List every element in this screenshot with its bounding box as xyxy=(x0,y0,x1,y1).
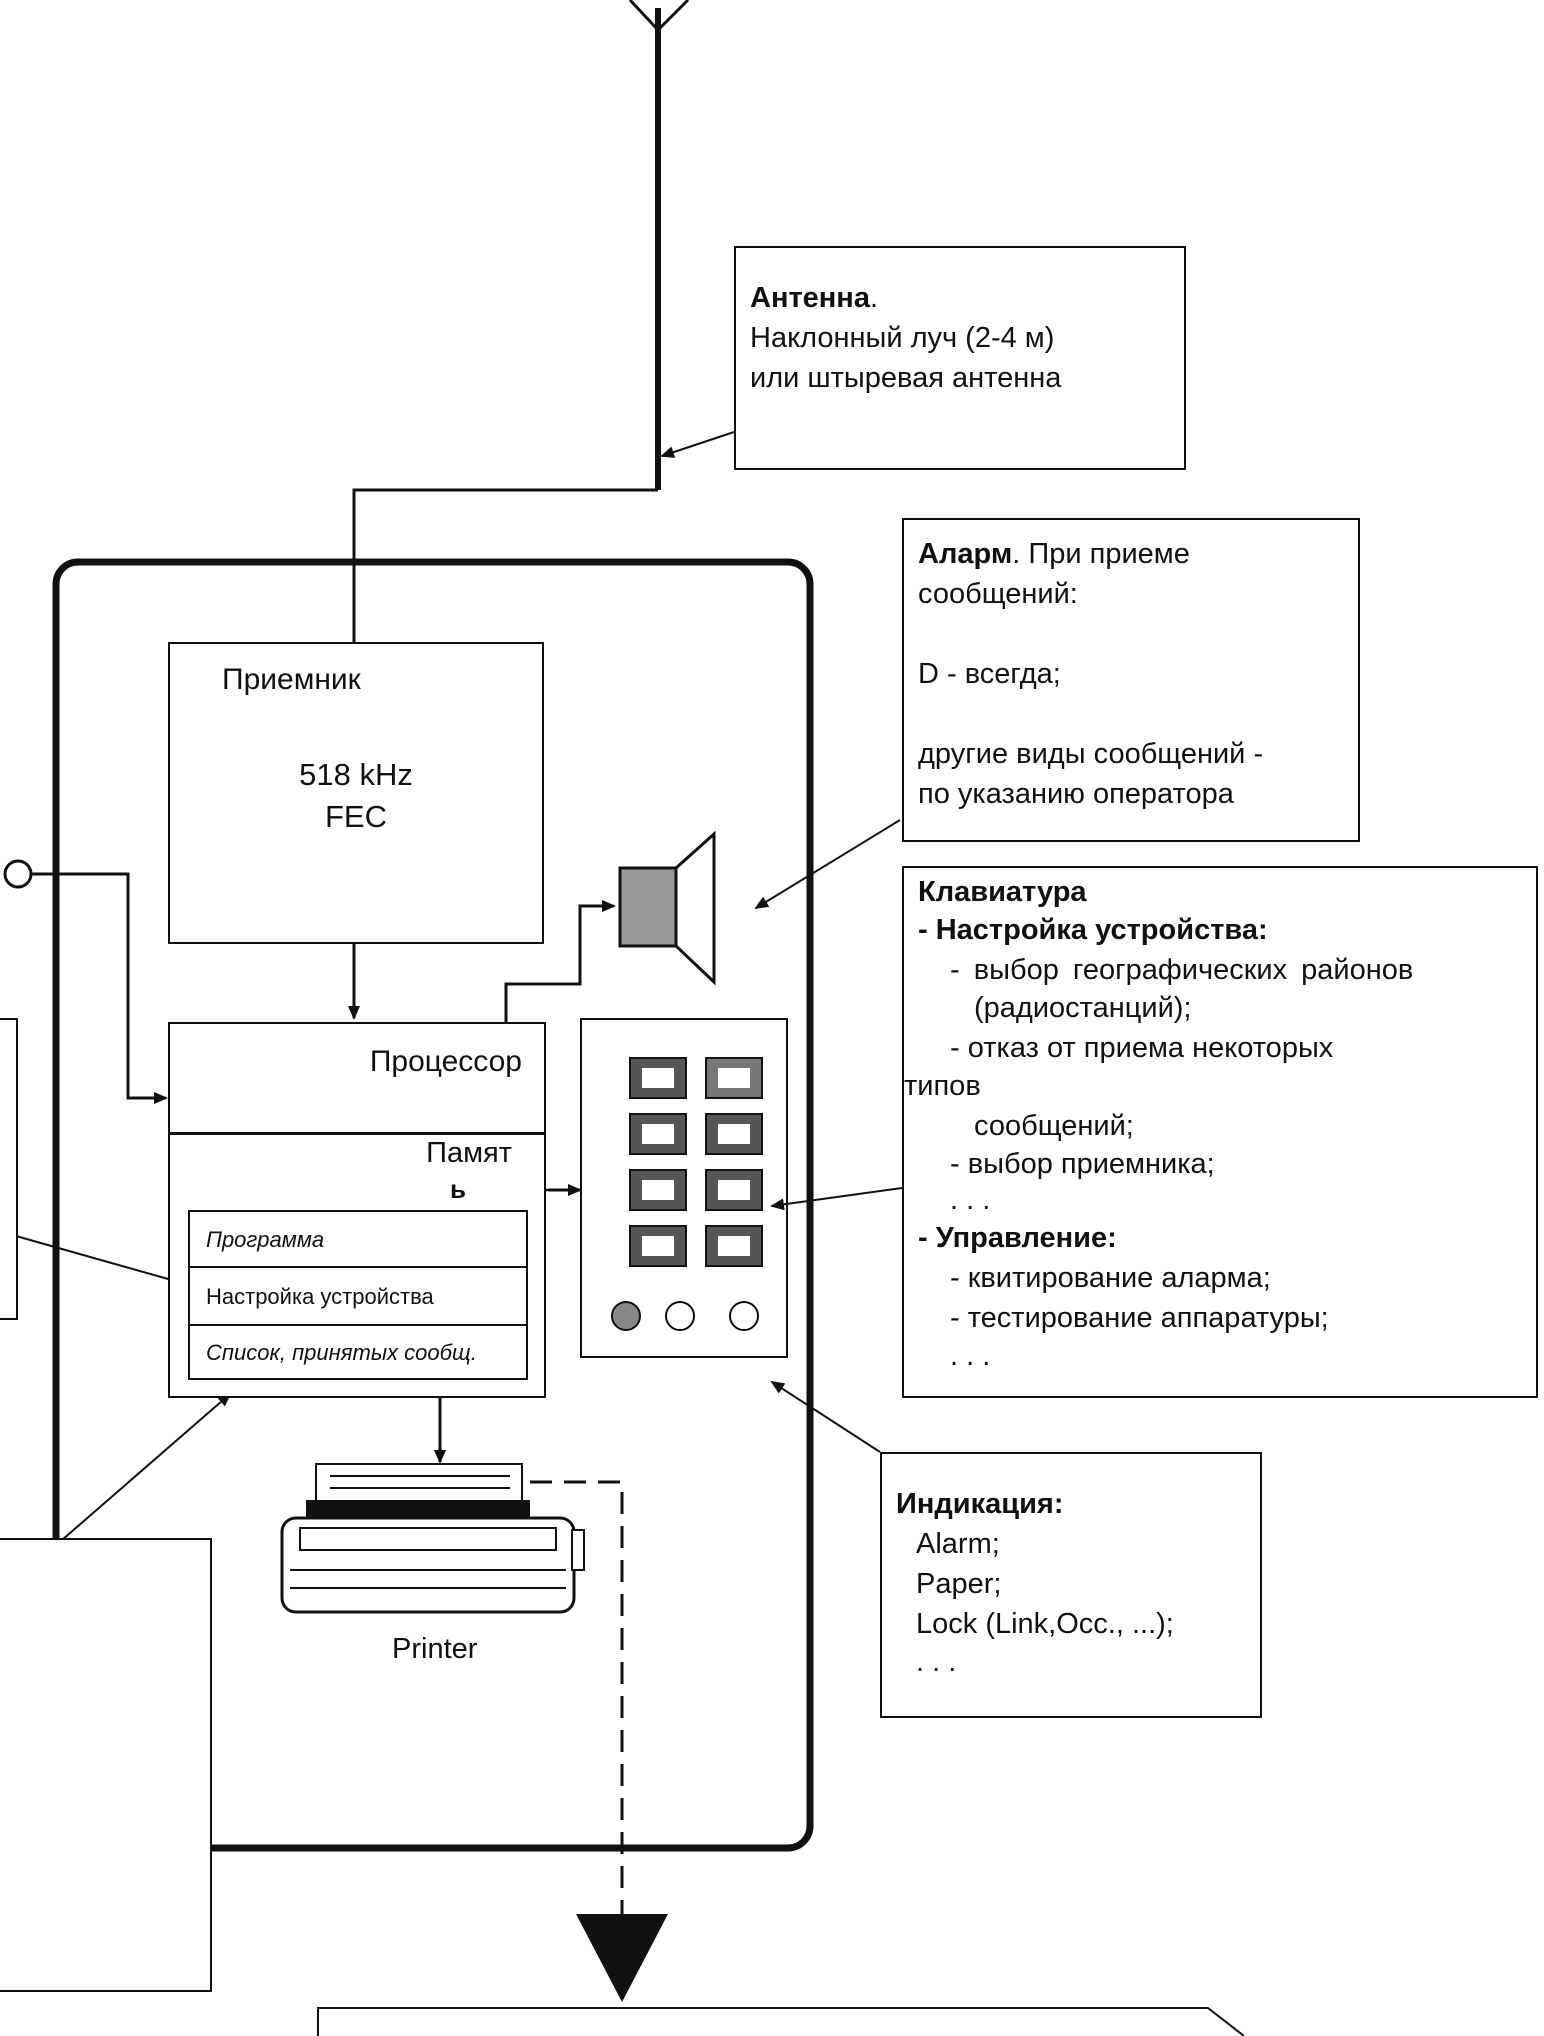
indication-item-2: Paper; xyxy=(916,1568,1002,1600)
printer-icon xyxy=(280,1463,585,1614)
alarm-line-2: сообщений: xyxy=(918,578,1078,610)
processor-divider xyxy=(170,1132,544,1135)
keyboard-panel xyxy=(580,1018,788,1358)
keyboard-line-4: - отказ от приема некоторых xyxy=(950,1032,1334,1064)
bottom-box-outline xyxy=(317,2007,1245,2036)
external-input-icon xyxy=(3,859,33,889)
processor-label: Процессор xyxy=(369,1045,522,1078)
left-callout-partial xyxy=(0,1018,18,1320)
indication-item-3: Lock (Link,Occ., ...); xyxy=(916,1608,1174,1640)
output-arrow-icon xyxy=(576,1914,668,2002)
receiver-block: Приемник 518 kHz FEC xyxy=(168,642,544,944)
keyboard-keys xyxy=(629,1057,763,1267)
receiver-frequency: 518 kHz xyxy=(299,757,413,792)
keyboard-title: Клавиатура xyxy=(918,876,1087,908)
alarm-text-1: При приеме xyxy=(1028,538,1190,570)
keyboard-line-9: - Управление: xyxy=(918,1222,1117,1254)
memory-label-b: ь xyxy=(450,1174,466,1204)
keyboard-line-1: - Настройка устройства: xyxy=(918,914,1268,946)
keyboard-line-11: - тестирование аппаратуры; xyxy=(950,1302,1329,1334)
antenna-line-2: или штыревая антенна xyxy=(750,362,1062,394)
keyboard-line-10: - квитирование аларма; xyxy=(950,1262,1271,1294)
printer-label: Printer xyxy=(392,1633,478,1665)
lower-left-callout-partial xyxy=(0,1538,212,1992)
antenna-callout: Антенна. Наклонный луч (2-4 м) или штыре… xyxy=(734,246,1186,470)
alarm-title: Аларм xyxy=(918,538,1013,570)
antenna-icon xyxy=(628,0,690,490)
indication-callout: Индикация: Alarm; Paper; Lock (Link,Occ.… xyxy=(880,1452,1262,1718)
processor-block: Процессор Памят ь Программа Настройка ус… xyxy=(168,1022,546,1398)
memory-row-messages: Список, принятых сообщ. xyxy=(206,1340,477,1365)
keyboard-line-5: типов xyxy=(904,1070,981,1102)
antenna-title: Антенна xyxy=(750,282,870,314)
device-outline xyxy=(52,558,814,1852)
keyboard-line-8: . . . xyxy=(950,1184,991,1216)
keyboard-line-12: . . . xyxy=(950,1340,991,1372)
keyboard-line-6: сообщений; xyxy=(974,1110,1134,1142)
memory-table: Программа Настройка устройства Список, п… xyxy=(188,1210,528,1380)
memory-label-a: Памят xyxy=(426,1137,512,1169)
speaker-icon xyxy=(618,830,716,986)
alarm-line-4: другие виды сообщений - xyxy=(918,738,1264,770)
keyboard-line-3: (радиостанций); xyxy=(974,992,1192,1024)
receiver-title: Приемник xyxy=(222,663,361,696)
memory-row-program: Программа xyxy=(190,1212,526,1268)
keyboard-line-7: - выбор приемника; xyxy=(950,1148,1215,1180)
antenna-line-1: Наклонный луч (2-4 м) xyxy=(750,322,1055,354)
indication-item-1: Alarm; xyxy=(916,1528,1000,1560)
indication-title: Индикация: xyxy=(896,1488,1064,1520)
receiver-mode: FEC xyxy=(325,799,387,834)
indicator-lamps xyxy=(611,1301,759,1331)
memory-row-settings: Настройка устройства xyxy=(190,1268,526,1326)
alarm-line-5: по указанию оператора xyxy=(918,778,1234,810)
keyboard-callout: Клавиатура - Настройка устройства: - выб… xyxy=(902,866,1538,1398)
indication-item-4: . . . xyxy=(916,1646,957,1678)
keyboard-line-2: - выбор географических районов xyxy=(950,954,1414,986)
antenna-feed-line xyxy=(352,488,658,642)
alarm-callout: Аларм. При приеме сообщений: D - всегда;… xyxy=(902,518,1360,842)
alarm-line-3: D - всегда; xyxy=(918,658,1061,690)
